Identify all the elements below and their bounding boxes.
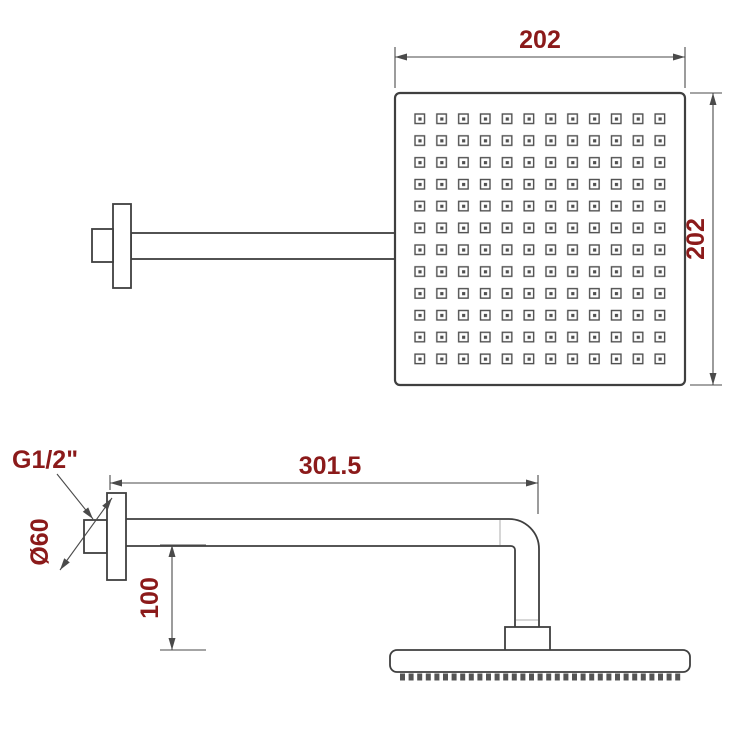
diameter-arrow-lower-icon bbox=[60, 558, 70, 570]
side-view: 301.5 100 G1/2" Ø60 bbox=[12, 446, 691, 681]
dimension-head-depth: 202 bbox=[682, 92, 722, 386]
arrow-right-icon bbox=[673, 53, 685, 61]
dim-flange-diameter: Ø60 bbox=[26, 518, 54, 565]
arrow-up-icon bbox=[709, 93, 717, 105]
leader-arrow-icon bbox=[82, 507, 93, 519]
dimension-flange-diameter: Ø60 bbox=[26, 497, 113, 571]
dimension-drop-height: 100 bbox=[136, 544, 206, 651]
arrow-right-icon bbox=[526, 479, 538, 487]
dimension-head-width: 202 bbox=[394, 26, 686, 88]
dim-head-depth: 202 bbox=[682, 218, 710, 260]
thread-size-label: G1/2" bbox=[12, 446, 94, 520]
arm-tube-outer bbox=[126, 518, 540, 627]
head-slab-side-view bbox=[389, 649, 691, 673]
wall-flange-top-view bbox=[112, 203, 132, 289]
dim-head-width: 202 bbox=[519, 26, 561, 54]
thread-stub-top-view bbox=[91, 228, 114, 263]
dimension-arm-length: 301.5 bbox=[109, 452, 539, 514]
arm-bar-top-view bbox=[130, 232, 396, 260]
shower-head-top-view bbox=[393, 91, 687, 387]
arrow-down-icon bbox=[168, 638, 176, 650]
dim-arm-length: 301.5 bbox=[299, 452, 362, 480]
arrow-left-icon bbox=[395, 53, 407, 61]
wall-flange-side-view bbox=[83, 492, 127, 581]
wall-flange-plate bbox=[106, 492, 127, 581]
arrow-down-icon bbox=[709, 373, 717, 385]
shower-arm-top-view bbox=[91, 203, 396, 289]
arm-tube-inner bbox=[126, 545, 516, 627]
arrow-left-icon bbox=[110, 479, 122, 487]
label-thread-size: G1/2" bbox=[12, 446, 78, 474]
diameter-arrow-upper-icon bbox=[102, 498, 112, 510]
thread-stub-side-view bbox=[83, 519, 108, 554]
arrow-up-icon bbox=[168, 545, 176, 557]
shower-arm-side-view bbox=[126, 518, 540, 627]
top-view: 202 202 bbox=[91, 26, 722, 387]
nozzle-grid bbox=[409, 108, 671, 370]
dim-drop-height: 100 bbox=[136, 577, 164, 619]
head-connector-nut bbox=[504, 626, 551, 653]
shower-head-side-view bbox=[389, 626, 691, 681]
